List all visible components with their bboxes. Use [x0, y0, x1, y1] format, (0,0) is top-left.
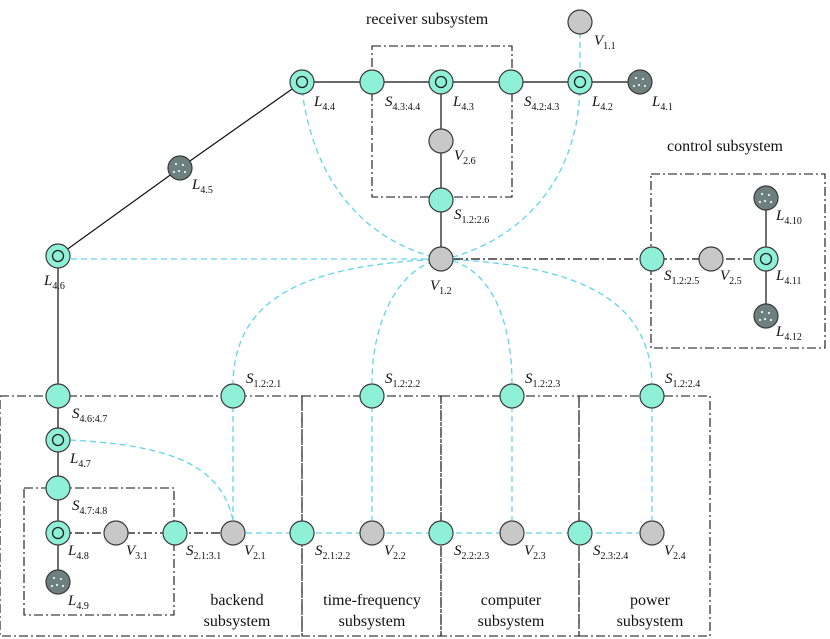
label-l4-8: L4.8 [67, 543, 89, 562]
physical-links [57, 81, 767, 582]
label-v2-3: V2.3 [524, 543, 546, 562]
label-s4-6-4-7: S4.6:4.7 [72, 406, 107, 425]
label-l4-3: L4.3 [452, 94, 474, 113]
node-v2-4 [639, 520, 665, 546]
node-l4-6 [45, 243, 71, 269]
node-s1-2-2-5 [639, 246, 665, 272]
power-title-line2: subsystem [617, 613, 684, 630]
node-l4-8 [45, 520, 71, 546]
node-v2-3 [499, 520, 525, 546]
node-s4-6-4-7 [45, 383, 71, 409]
node-s1-2-2-1 [220, 383, 246, 409]
node-s2-1-3-1 [162, 520, 188, 546]
node-v1-2 [428, 246, 454, 272]
label-s1-2-2-6: S1.2:2.6 [454, 207, 489, 226]
label-v2-6: V2.6 [454, 148, 476, 167]
tf-title-line2: subsystem [339, 613, 406, 630]
control-title: control subsystem [667, 138, 784, 155]
node-s1-2-2-4 [639, 383, 665, 409]
node-l4-2 [567, 69, 593, 95]
label-l4-7: L4.7 [69, 451, 91, 470]
label-l4-9: L4.9 [67, 593, 89, 612]
node-s1-2-2-2 [359, 383, 385, 409]
link-v12-s1223 [442, 258, 513, 384]
node-v2-2 [359, 520, 385, 546]
link-l44-l45 [179, 81, 303, 169]
node-v2-5 [698, 246, 724, 272]
label-l4-12: L4.12 [775, 324, 802, 343]
label-s2-1-3-1: S2.1:3.1 [186, 543, 221, 562]
node-v2-1 [220, 520, 246, 546]
nodes [45, 9, 779, 595]
label-s2-2-2-3: S2.2:2.3 [454, 543, 489, 562]
label-s1-2-2-5: S1.2:2.5 [664, 268, 699, 287]
label-s1-2-2-1: S1.2:2.1 [246, 371, 281, 390]
label-v2-4: V2.4 [664, 543, 686, 562]
label-s1-2-2-3: S1.2:2.3 [525, 371, 560, 390]
node-l4-12 [753, 303, 779, 329]
node-s1-2-2-3 [499, 383, 525, 409]
link-l45-l46 [57, 167, 181, 257]
node-l4-1 [627, 69, 653, 95]
label-s4-3-4-4: S4.3:4.4 [385, 94, 420, 113]
receiver-title: receiver subsystem [366, 11, 489, 28]
label-v1-1: V1.1 [594, 33, 616, 52]
subsystem-titles: receiver subsystem control subsystem bac… [204, 11, 784, 630]
power-title-line1: power [630, 592, 671, 609]
label-v2-2: V2.2 [384, 543, 406, 562]
node-labels: V1.1 L4.1 L4.2 S4.2:4.3 L4.3 S4.3:4.4 L4… [43, 33, 802, 612]
node-s2-1-2-2 [289, 520, 315, 546]
node-l4-4 [289, 69, 315, 95]
node-s2-2-2-3 [428, 520, 454, 546]
node-v1-1 [567, 9, 593, 35]
label-s2-3-2-4: S2.3:2.4 [593, 543, 628, 562]
label-l4-4: L4.4 [313, 94, 335, 113]
backend-title-line1: backend [210, 592, 263, 609]
label-l4-11: L4.11 [775, 268, 801, 287]
label-v1-2: V1.2 [430, 278, 452, 297]
backend-title-line2: subsystem [204, 613, 271, 630]
link-v12-s1224 [442, 258, 653, 384]
node-l4-3 [428, 69, 454, 95]
computer-title-line2: subsystem [478, 613, 545, 630]
link-l42-v12 [442, 89, 581, 260]
node-s4-2-4-3 [498, 69, 524, 95]
link-v12-s1222 [371, 258, 444, 384]
control-subsystem-box [650, 173, 826, 349]
node-s4-7-4-8 [45, 475, 71, 501]
lower-inner-box [23, 487, 175, 616]
node-v3-1 [103, 520, 129, 546]
label-l4-5: L4.5 [191, 177, 213, 196]
node-s2-3-2-4 [567, 520, 593, 546]
label-s1-2-2-4: S1.2:2.4 [665, 371, 700, 390]
computer-title-line1: computer [481, 592, 542, 609]
label-v3-1: V3.1 [126, 543, 148, 562]
node-l4-9 [45, 569, 71, 595]
tf-title-line1: time-frequency [323, 592, 421, 609]
label-l4-6: L4.6 [43, 273, 65, 292]
node-s4-3-4-4 [359, 69, 385, 95]
receiver-subsystem-box [371, 45, 513, 198]
label-l4-10: L4.10 [775, 208, 802, 227]
label-s4-2-4-3: S4.2:4.3 [524, 94, 559, 113]
logical-links [69, 32, 653, 534]
node-l4-10 [753, 185, 779, 211]
label-v2-1: V2.1 [244, 543, 266, 562]
link-v12-s1221 [232, 258, 444, 384]
label-l4-1: L4.1 [651, 94, 673, 113]
label-s2-1-2-2: S2.1:2.2 [315, 543, 350, 562]
node-v2-6 [428, 128, 454, 154]
node-l4-11 [753, 246, 779, 272]
power-subsystem-box [578, 395, 711, 637]
node-s1-2-2-6 [428, 187, 454, 213]
label-l4-2: L4.2 [591, 94, 613, 113]
node-l4-7 [45, 427, 71, 453]
node-l4-5 [167, 155, 193, 181]
label-s1-2-2-2: S1.2:2.2 [385, 371, 420, 390]
link-l47-v21 [69, 439, 234, 521]
subsystem-boxes [0, 45, 826, 637]
label-s4-7-4-8: S4.7:4.8 [72, 498, 107, 517]
label-v2-5: V2.5 [720, 268, 742, 287]
